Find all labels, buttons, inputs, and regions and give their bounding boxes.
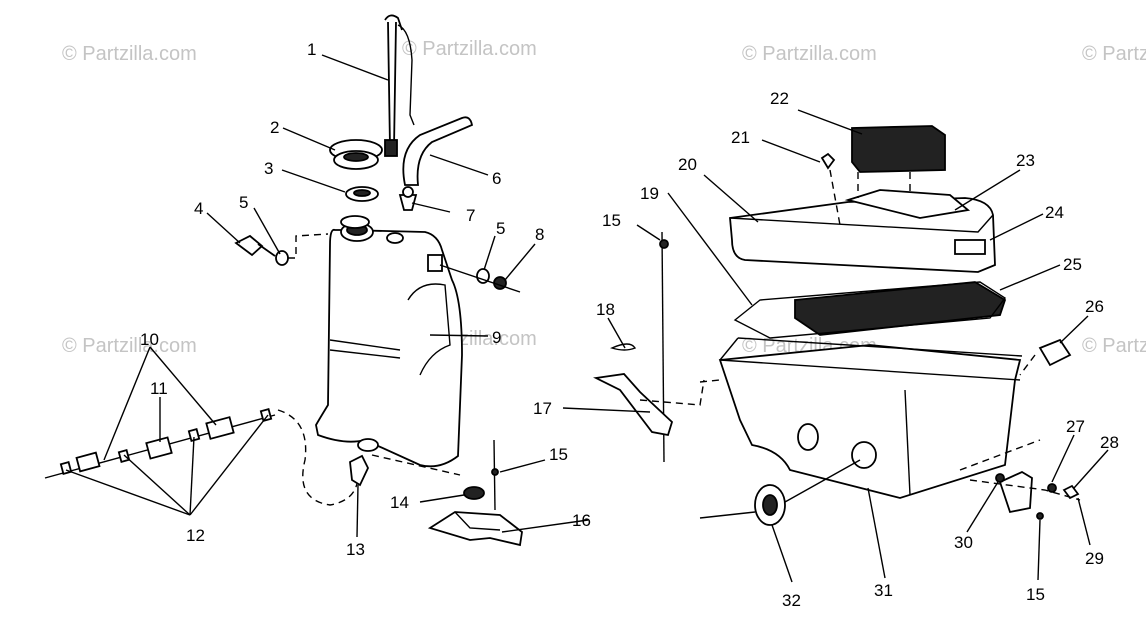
leader-lines <box>65 54 1109 583</box>
watermark: © Partzilla.com <box>402 38 537 60</box>
callout-29: 29 <box>1085 549 1104 568</box>
watermark: © Partzilla.com <box>742 43 877 65</box>
callout-15: 15 <box>1026 585 1045 604</box>
outlet-fitting <box>1019 338 1072 376</box>
callout-6: 6 <box>492 169 501 188</box>
callout-27: 27 <box>1066 417 1085 436</box>
lid-clip <box>820 152 841 226</box>
callout-12: 12 <box>186 526 205 545</box>
callout-1: 1 <box>307 40 316 59</box>
rear-bracket <box>959 439 1081 520</box>
callout-26: 26 <box>1085 297 1104 316</box>
side-grommet <box>699 459 861 526</box>
watermark: © Partzilla.com <box>1082 43 1146 65</box>
callout-24: 24 <box>1045 203 1064 222</box>
callout-numbers: 1 2 3 4 5 6 7 5 8 9 10 11 12 13 14 15 16… <box>140 40 1119 610</box>
callout-25: 25 <box>1063 255 1082 274</box>
fuel-line <box>44 408 359 506</box>
callout-15: 15 <box>549 445 568 464</box>
callout-3: 3 <box>264 159 273 178</box>
callout-20: 20 <box>678 155 697 174</box>
callout-17: 17 <box>533 399 552 418</box>
callout-18: 18 <box>596 300 615 319</box>
callout-8: 8 <box>535 225 544 244</box>
callout-9: 9 <box>492 328 501 347</box>
fuel-sender <box>384 14 415 157</box>
watermarks: © Partzilla.com © Partzilla.com © Partzi… <box>62 38 1146 357</box>
tank-fitting <box>349 454 461 487</box>
callout-23: 23 <box>1016 151 1035 170</box>
mount-bolt <box>234 233 329 266</box>
fuel-cap <box>329 139 383 170</box>
tank-bracket <box>427 439 523 547</box>
airbox-bracket <box>593 231 705 463</box>
callout-5: 5 <box>239 193 248 212</box>
callout-7: 7 <box>466 206 475 225</box>
callout-4: 4 <box>194 199 203 218</box>
callout-11: 11 <box>150 379 168 398</box>
callout-32: 32 <box>782 591 801 610</box>
callout-15: 15 <box>602 211 621 230</box>
callout-28: 28 <box>1100 433 1119 452</box>
callout-14: 14 <box>390 493 409 512</box>
callout-10: 10 <box>140 330 159 349</box>
callout-22: 22 <box>770 89 789 108</box>
watermark: © Partzilla.com <box>1082 335 1146 357</box>
airbox-lid <box>729 189 996 273</box>
callout-19: 19 <box>640 184 659 203</box>
callout-31: 31 <box>874 581 893 600</box>
callout-30: 30 <box>954 533 973 552</box>
watermark: © Partzilla.com <box>62 335 197 357</box>
prefilter-foam <box>851 125 946 198</box>
callout-5: 5 <box>496 219 505 238</box>
callout-2: 2 <box>270 118 279 137</box>
air-filter <box>733 281 1007 339</box>
callout-16: 16 <box>572 511 591 530</box>
callout-21: 21 <box>731 128 750 147</box>
callout-13: 13 <box>346 540 365 559</box>
washer-nut <box>439 264 521 293</box>
vent-hose <box>398 116 474 211</box>
fuel-tank <box>315 222 463 468</box>
cap-gasket <box>340 186 379 229</box>
watermark: © Partzilla.com <box>62 43 197 65</box>
airbox-base <box>699 337 1023 499</box>
